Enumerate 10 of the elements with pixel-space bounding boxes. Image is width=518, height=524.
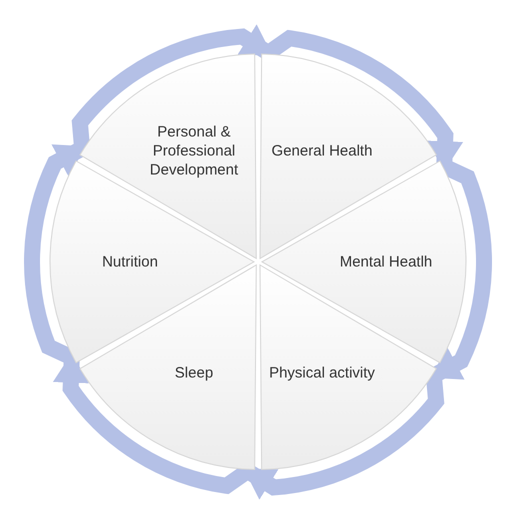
segment-label: Physical activity — [268, 363, 376, 382]
segment-label: General Health — [270, 142, 374, 161]
segment-label: Mental Heatlh — [338, 252, 434, 272]
pie-segment — [50, 161, 254, 363]
segment-label: Nutrition — [101, 252, 159, 272]
segment-label: Personal & Professional Development — [148, 122, 240, 180]
pie-segment — [260, 265, 436, 470]
pie-segment — [80, 265, 256, 470]
pie-segment — [262, 161, 466, 363]
segment-label: Sleep — [174, 363, 214, 382]
